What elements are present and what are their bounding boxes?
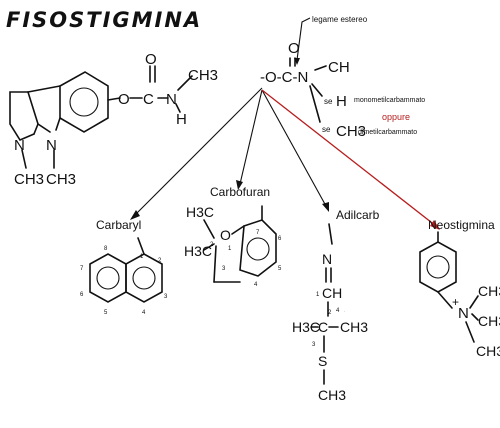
fisostigmina-o-ring: O: [118, 91, 130, 108]
carbofuran-num-1: 1: [228, 246, 232, 252]
adilcarb-ch3-bottom: CH3: [318, 387, 346, 403]
carbamate-fragment-chain: -O-C-N: [260, 69, 308, 86]
carbofuran-num-7: 7: [256, 230, 260, 236]
carbofuran-h3c-bottom: H3C: [184, 243, 212, 259]
carbaryl-structure: Carbaryl 1 2 3 4 5 6 7 8: [80, 218, 168, 316]
adilcarb-ch3: CH3: [340, 319, 368, 335]
fisostigmina-ch3-a: CH3: [14, 171, 44, 188]
fisostigmina-h: H: [176, 111, 187, 128]
connector-arrows: [130, 87, 440, 230]
carbaryl-num-3: 3: [164, 294, 168, 300]
carbofuran-num-4: 4: [254, 282, 258, 288]
adilcarb-name: Adilcarb: [336, 208, 380, 222]
dimetilcarbammato-label: dimetilcarbammato: [358, 129, 417, 136]
adilcarb-ch: CH: [322, 285, 342, 301]
carbofuran-num-3: 3: [222, 266, 226, 272]
carbamate-fragment: legame estereo O -O-C-N CH se H se CH3 m…: [260, 15, 425, 140]
adilcarb-c2: C: [344, 311, 345, 313]
neostigmina-plus: +: [452, 295, 459, 309]
neostigmina-n: N: [458, 305, 469, 322]
adilcarb-s: S: [318, 353, 327, 369]
adilcarb-num-2: 2: [328, 310, 332, 316]
neostigmina-structure: Neostigmina + N CH3 CH3 CH3: [419, 218, 500, 359]
neostigmina-name: Neostigmina: [428, 218, 495, 232]
monometilcarbammato-label: monometilcarbammato: [354, 97, 425, 104]
carbofuran-structure: Carbofuran H3C H3C O 1 3 4 5 6 7 2: [184, 185, 282, 288]
neostigmina-ch3-2: CH3: [478, 313, 500, 329]
fisostigmina-ch3: CH3: [188, 67, 218, 84]
carbamate-ch3: CH3: [336, 123, 366, 140]
carbaryl-num-4: 4: [142, 310, 146, 316]
neostigmina-ch3-1: CH3: [478, 283, 500, 299]
carbamate-h: H: [336, 93, 347, 110]
fisostigmina-n2: N: [46, 137, 57, 154]
adilcarb-h3c: H3C: [292, 319, 320, 335]
fisostigmina-ch3-b: CH3: [46, 171, 76, 188]
fisostigmina-n: N: [166, 91, 177, 108]
carbofuran-num-6: 6: [278, 236, 282, 242]
carbofuran-h3c-top: H3C: [186, 204, 214, 220]
legame-estereo-label: legame estereo: [312, 15, 368, 24]
carbaryl-num-1: 1: [140, 254, 144, 260]
carbofuran-num-2: 2: [210, 242, 214, 248]
oppure-label: oppure: [382, 112, 410, 122]
adilcarb-num-1: 1: [316, 292, 320, 298]
carbofuran-num-5: 5: [278, 266, 282, 272]
adilcarb-c1: C: [318, 319, 328, 335]
carbaryl-num-5: 5: [104, 310, 108, 316]
carbamate-se-1: se: [324, 97, 333, 106]
carbaryl-num-2: 2: [158, 258, 162, 264]
carbofuran-name: Carbofuran: [210, 185, 270, 199]
carbaryl-num-8: 8: [104, 246, 108, 252]
carbofuran-o: O: [220, 227, 231, 243]
page-title: FISOSTIGMINA: [6, 8, 202, 32]
carbaryl-num-7: 7: [80, 266, 84, 272]
carbamate-se-2: se: [322, 125, 331, 134]
carbamate-ch: CH: [328, 59, 350, 76]
adilcarb-structure: Adilcarb N CH 1 H3C C 2 CH3 3 S CH3 4 C: [292, 208, 380, 403]
adilcarb-num-3: 3: [312, 342, 316, 348]
adilcarb-n: N: [322, 251, 332, 267]
carbaryl-name: Carbaryl: [96, 218, 141, 232]
neostigmina-ch3-3: CH3: [476, 343, 500, 359]
carbaryl-num-6: 6: [80, 292, 84, 298]
fisostigmina-o: O: [145, 51, 157, 68]
fisostigmina-c: C: [143, 91, 154, 108]
adilcarb-num-4: 4: [336, 308, 340, 314]
fisostigmina-structure: N N CH3 CH3 O C O N CH3 H: [9, 51, 218, 188]
carbamate-o-top: O: [288, 40, 300, 57]
fisostigmina-n1: N: [14, 137, 25, 154]
